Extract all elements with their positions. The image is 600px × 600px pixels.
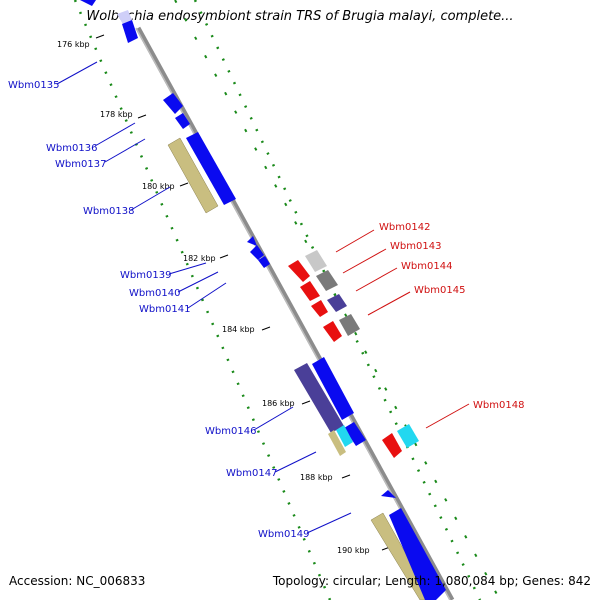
gene-feature-wbm0144[interactable] — [311, 300, 328, 317]
gene-label-wbm0145[interactable]: Wbm0145 — [414, 285, 465, 296]
tick-mark-188 — [341, 474, 351, 479]
gene-label-wbm0143[interactable]: Wbm0143 — [390, 241, 441, 252]
gene-feature-wbm0136[interactable] — [163, 93, 183, 114]
gene-feature-wbm0135[interactable] — [122, 20, 138, 43]
leader-wbm0145 — [367, 291, 411, 316]
tick-label-184: 184 kbp — [222, 325, 255, 334]
genome-summary-text: Topology: circular; Length: 1,080,084 bp… — [272, 574, 591, 588]
gene-label-wbm0137[interactable]: Wbm0137 — [55, 159, 106, 170]
gene-feature-wbm0139[interactable] — [247, 236, 257, 246]
gene-label-wbm0136[interactable]: Wbm0136 — [46, 143, 97, 154]
purple-feature-wbm0144[interactable] — [327, 294, 347, 312]
grey-feature-wbm0143[interactable] — [316, 270, 338, 291]
leader-wbm0137 — [104, 138, 146, 163]
left-leader-lines — [56, 61, 352, 534]
gene-feature-wbm0143[interactable] — [300, 281, 320, 301]
leader-wbm0138 — [130, 186, 171, 211]
gene-label-wbm0139[interactable]: Wbm0139 — [120, 270, 171, 281]
genome-backbone — [135, 26, 455, 600]
gene-feature-wbm0149b[interactable] — [389, 508, 446, 600]
leader-wbm0147 — [274, 451, 317, 473]
gene-label-wbm0147[interactable]: Wbm0147 — [226, 468, 277, 479]
gene-feature-wbm0146[interactable] — [312, 357, 354, 420]
gene-feature-wbm0146b[interactable] — [344, 422, 366, 446]
purple-feature-wbm0146[interactable] — [294, 363, 344, 433]
gene-label-wbm0144[interactable]: Wbm0144 — [401, 261, 452, 272]
gene-feature-wbm0137[interactable] — [175, 113, 190, 129]
leader-wbm0143 — [342, 248, 387, 274]
leader-wbm0136 — [94, 122, 136, 147]
gene-feature-wbm0138[interactable] — [186, 132, 236, 205]
gene-feature-wbm0145[interactable] — [323, 321, 342, 342]
leader-wbm0146 — [253, 406, 294, 431]
gene-label-wbm0146[interactable]: Wbm0146 — [205, 426, 256, 437]
tick-label-180: 180 kbp — [142, 182, 175, 191]
gene-feature-wbm0142[interactable] — [288, 260, 310, 282]
tick-label-186: 186 kbp — [262, 399, 295, 408]
tick-mark-184 — [261, 326, 271, 331]
rna-feature-wbm0147[interactable] — [328, 430, 346, 456]
accession-text: Accession: NC_006833 — [9, 574, 146, 588]
gene-label-wbm0140[interactable]: Wbm0140 — [129, 288, 180, 299]
gene-label-wbm0141[interactable]: Wbm0141 — [139, 304, 190, 315]
tick-label-190: 190 kbp — [337, 546, 370, 555]
rna-feature-wbm0138[interactable] — [167, 137, 219, 214]
gc-track-outer-right — [174, 0, 501, 600]
leader-wbm0148 — [425, 403, 470, 429]
gene-feature-wbm0149[interactable] — [381, 490, 396, 498]
tick-mark-182 — [219, 254, 229, 259]
leader-wbm0139 — [168, 262, 207, 275]
right-leader-lines — [335, 229, 470, 429]
tick-label-178: 178 kbp — [100, 110, 133, 119]
grey-feature-wbm0145[interactable] — [339, 314, 360, 336]
gene-feature-wbm0140[interactable] — [250, 245, 264, 260]
tick-label-182: 182 kbp — [183, 254, 216, 263]
tick-label-176: 176 kbp — [57, 40, 90, 49]
gene-feature-wbm0141[interactable] — [258, 256, 270, 268]
gene-feature-wbm0148[interactable] — [382, 433, 402, 458]
tick-label-188: 188 kbp — [300, 473, 333, 482]
cyan-feature-wbm0147[interactable] — [336, 425, 353, 447]
tick-mark-178 — [137, 114, 147, 119]
gene-label-wbm0138[interactable]: Wbm0138 — [83, 206, 134, 217]
leader-wbm0135 — [56, 61, 98, 85]
gene-label-wbm0142[interactable]: Wbm0142 — [379, 222, 430, 233]
gene-label-wbm0135[interactable]: Wbm0135 — [8, 80, 59, 91]
cyan-feature-wbm0148[interactable] — [397, 424, 419, 448]
leader-wbm0149 — [306, 512, 352, 534]
tick-marks — [95, 34, 391, 551]
gene-label-wbm0148[interactable]: Wbm0148 — [473, 400, 524, 411]
tick-mark-180 — [179, 182, 189, 187]
tick-mark-176 — [95, 34, 105, 39]
gene-label-wbm0149[interactable]: Wbm0149 — [258, 529, 309, 540]
leader-wbm0142 — [335, 229, 375, 253]
map-title: Wolbachia endosymbiont strain TRS of Bru… — [86, 9, 514, 24]
gene-feature-top-partial[interactable] — [80, 0, 96, 6]
gc-track-inner-left — [73, 0, 332, 600]
grey-feature-wbm0142[interactable] — [305, 250, 327, 272]
leader-wbm0140 — [177, 271, 219, 293]
tick-mark-186 — [301, 400, 311, 405]
leader-wbm0141 — [187, 282, 227, 309]
leader-wbm0144 — [355, 267, 398, 292]
